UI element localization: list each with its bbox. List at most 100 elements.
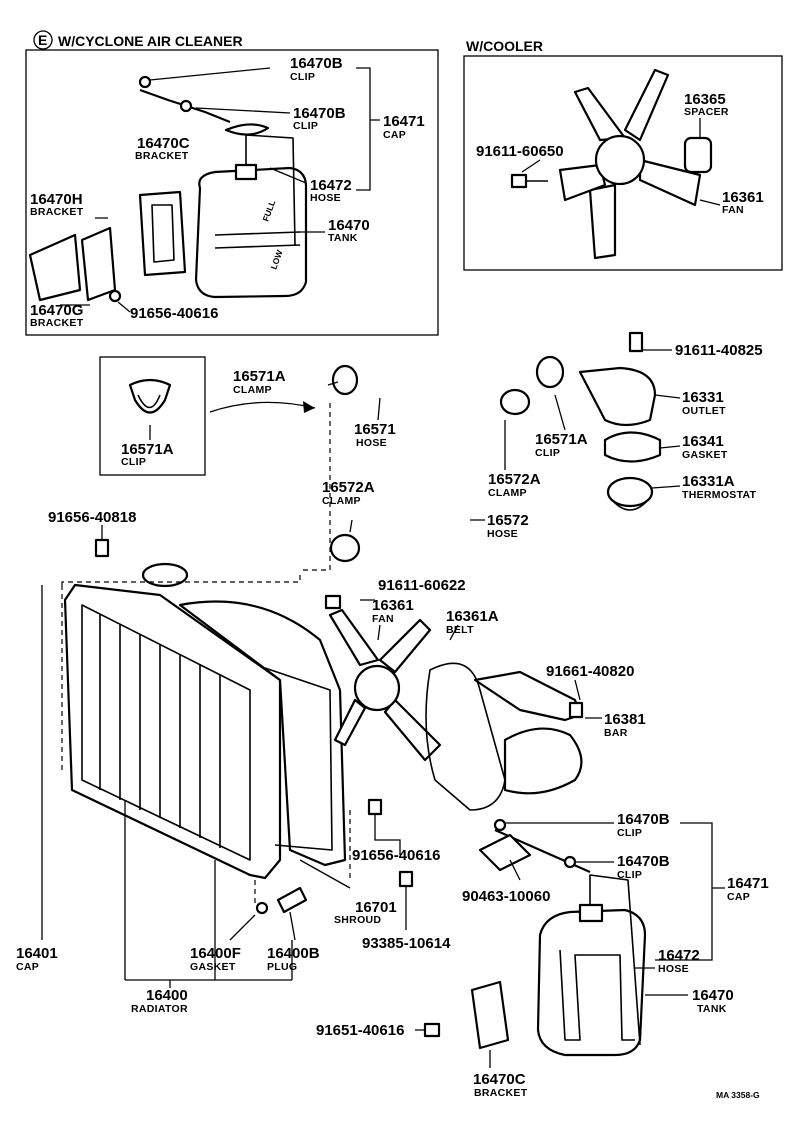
cyclone-bracket-h-num: 16470H <box>30 191 83 208</box>
clip-inset-desc: CLIP <box>121 456 146 468</box>
cooler-box-frame <box>463 55 783 271</box>
lower-tank-cap-shape <box>578 903 604 923</box>
clip-inset-num: 16571A <box>121 441 174 458</box>
hose-572-num: 16572 <box>487 512 529 529</box>
gasket-341-shape <box>603 431 662 463</box>
tank-470-num: 16470 <box>692 987 734 1004</box>
cyclone-bracket-g-num: 16470G <box>30 302 83 319</box>
cyclone-cap-num: 16471 <box>383 113 425 130</box>
bolt-40616-low-num: 91651-40616 <box>316 1022 404 1039</box>
lower-bracket-shape <box>470 980 510 1050</box>
tank-470-desc: TANK <box>697 1003 727 1015</box>
clamp-572a-right-shape <box>499 388 531 416</box>
lower-hose-shape <box>589 874 641 1046</box>
clip-571a-right-num: 16571A <box>535 431 588 448</box>
cyclone-bolt-num: 91656-40616 <box>130 305 218 322</box>
cap-471-desc: CAP <box>727 891 750 903</box>
cooler-spacer-desc: SPACER <box>684 106 729 118</box>
clip-mid-shape <box>179 99 193 113</box>
hose-572-desc: HOSE <box>487 528 518 540</box>
bolt-60622-num: 91611-60622 <box>378 577 466 594</box>
bolt-10060-shape <box>478 833 532 872</box>
radiator-desc: RADIATOR <box>131 1003 188 1015</box>
bolt-40825-num: 91611-40825 <box>675 342 763 359</box>
shroud-desc: SHROUD <box>334 914 381 926</box>
belt-num: 16361A <box>446 608 499 625</box>
lower-reservoir-group <box>423 818 647 1057</box>
outlet-num: 16331 <box>682 389 724 406</box>
alternator-shape <box>503 727 583 795</box>
cooler-section-title: W/COOLER <box>466 38 543 54</box>
radiator-group <box>63 583 347 880</box>
main-fan-group <box>324 594 442 762</box>
cooler-spacer-num: 16365 <box>684 91 726 108</box>
cyclone-cap-desc: CAP <box>383 129 406 141</box>
gasket-341-desc: GASKET <box>682 449 728 461</box>
plug-400b-shape <box>276 886 308 914</box>
cyclone-bracket-g-desc: BRACKET <box>30 317 84 329</box>
cyclone-box-frame <box>25 49 439 336</box>
bracket-470c-num: 16470C <box>473 1071 526 1088</box>
bolt-60622-shape <box>324 594 342 610</box>
outlet-desc: OUTLET <box>682 405 726 417</box>
cyclone-bracket-g-shape <box>28 233 82 302</box>
thermostat-desc: THERMOSTAT <box>682 489 757 501</box>
radiator-cap-shape <box>141 562 189 588</box>
radiator-core-shape <box>63 583 282 880</box>
cyclone-hose-desc: HOSE <box>310 192 341 204</box>
bracket-470c-desc: BRACKET <box>474 1087 528 1099</box>
bolt-40818-num: 91656-40818 <box>48 509 136 526</box>
cyclone-reservoir-group: FULL LOW <box>28 75 308 303</box>
outlet-shape <box>578 366 657 427</box>
cyclone-clip-top-num: 16470B <box>290 55 343 72</box>
lower-tank-shape <box>536 908 647 1057</box>
diagram-code: MA 3358-G <box>716 1090 760 1100</box>
cooler-bolt-shape <box>510 173 528 189</box>
clamp-572a-left-desc: CLAMP <box>322 495 361 507</box>
cooler-fan-num: 16361 <box>722 189 764 206</box>
clip-top-shape <box>138 75 152 89</box>
cooler-bolt-num: 91611-60650 <box>476 143 564 160</box>
bolt-10614-num: 93385-10614 <box>362 935 451 952</box>
upper-hose-group <box>329 331 662 563</box>
belt-shape <box>425 662 506 811</box>
cooler-fan-desc: FAN <box>722 204 744 216</box>
cooler-fan-hub <box>594 134 646 186</box>
bolt-40825-shape <box>628 331 644 353</box>
lower-clip-mid-num: 16470B <box>617 853 670 870</box>
cyclone-tank-hose-shape <box>245 134 296 246</box>
lower-clip-mid-shape <box>563 855 577 869</box>
bolt-10614-shape <box>398 870 414 888</box>
clamp-571a-left-num: 16571A <box>233 368 286 385</box>
gasket-400f-shape <box>255 901 269 915</box>
hose-571-num: 16571 <box>354 421 396 438</box>
plug-400b-desc: PLUG <box>267 961 297 973</box>
cyclone-clip-mid-desc: CLIP <box>293 120 318 132</box>
cooler-fan-group <box>510 68 713 260</box>
clamp-571a-left-shape <box>331 364 359 396</box>
clamp-572a-right-desc: CLAMP <box>488 487 527 499</box>
cyclone-clip-mid-num: 16470B <box>293 105 346 122</box>
clip-571a-right-shape <box>535 355 565 389</box>
cyclone-bracket-c-num: 16470C <box>137 135 190 152</box>
cap-401-desc: CAP <box>16 961 39 973</box>
shroud-shape <box>178 600 347 867</box>
main-fan-hub <box>353 664 401 712</box>
cyclone-bracket-c-desc: BRACKET <box>135 150 189 162</box>
lower-clip-mid-desc: CLIP <box>617 869 642 881</box>
bolt-10060-num: 90463-10060 <box>462 888 550 905</box>
cyclone-bolt-shape <box>108 289 122 303</box>
lower-clip-top-num: 16470B <box>617 811 670 828</box>
hose-571-desc: HOSE <box>356 437 387 449</box>
cyclone-tank-cap-shape <box>234 163 258 181</box>
lower-clip-top-shape <box>493 818 507 832</box>
main-fan-desc: FAN <box>372 613 394 625</box>
clamp-572a-right-num: 16572A <box>488 471 541 488</box>
cyclone-bracket-h-shape <box>80 226 117 302</box>
cyclone-clip-top-desc: CLIP <box>290 71 315 83</box>
belt-bar-group <box>425 662 584 811</box>
bolt-40820-shape <box>568 701 584 719</box>
cap-401-num: 16401 <box>16 945 58 962</box>
cyclone-tank-desc: TANK <box>328 232 358 244</box>
